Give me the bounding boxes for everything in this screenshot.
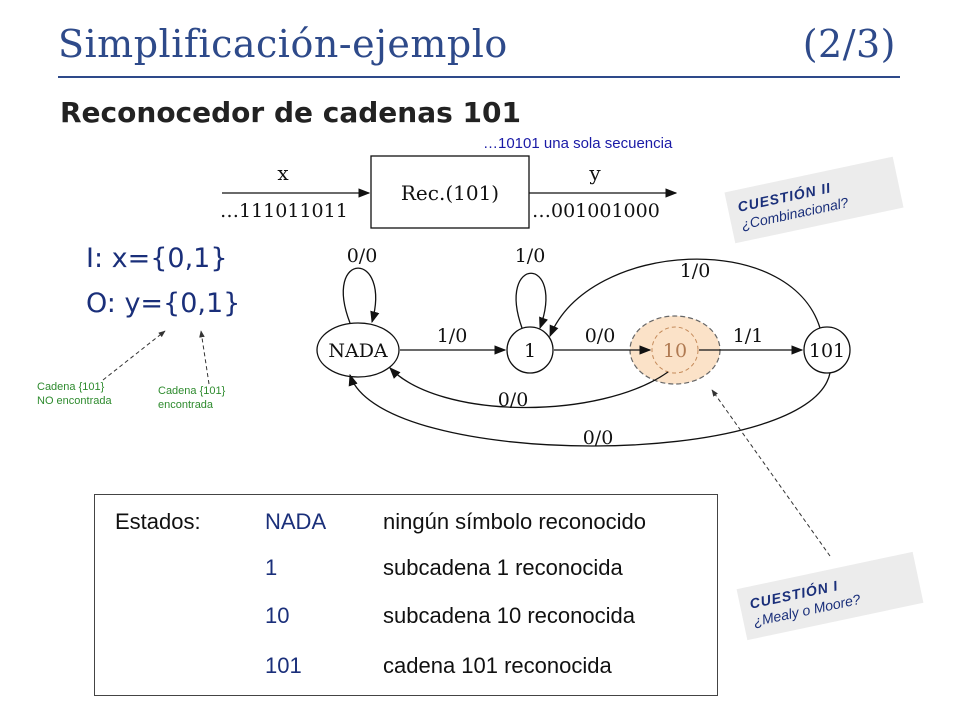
input-label: x xyxy=(277,161,289,185)
output-label: y xyxy=(588,161,601,185)
legend-row: NADA ningún símbolo reconocido xyxy=(95,509,717,547)
caption-found-line2: encontrada xyxy=(158,399,214,411)
legend-header: Estados: xyxy=(115,509,201,534)
pointer-cuestion-1 xyxy=(711,389,831,557)
legend-row: 1 subcadena 1 reconocida xyxy=(95,555,717,593)
loop-1 xyxy=(515,272,548,330)
state-nada-label: NADA xyxy=(328,340,388,362)
output-stream: …001001000 xyxy=(532,200,660,222)
edge-10-nada-label: 0/0 xyxy=(498,389,529,411)
caption-not-found-line1: Cadena {101} xyxy=(37,381,105,393)
input-alphabet: I: x={0,1} xyxy=(86,243,228,274)
caption-not-found-line2: NO encontrada xyxy=(37,395,112,407)
legend-code: NADA xyxy=(265,509,327,534)
legend-code: 1 xyxy=(265,555,278,580)
legend-code: 101 xyxy=(265,653,302,678)
output-alphabet: O: y={0,1} xyxy=(86,288,241,319)
slide-title-part: (2/3) xyxy=(802,22,896,66)
legend-row: 10 subcadena 10 reconocida xyxy=(95,603,717,641)
state-10 xyxy=(651,326,699,374)
legend-code: 10 xyxy=(265,603,290,628)
recognizer-box xyxy=(370,155,530,229)
sequence-note: …10101 una sola secuencia xyxy=(483,135,673,152)
legend-row: 101 cadena 101 reconocida xyxy=(95,653,717,691)
state-nada xyxy=(316,322,400,378)
block-diagram: Rec.(101) x y …111011011 …001001000 xyxy=(220,155,678,229)
state-1-label: 1 xyxy=(524,340,536,362)
caption-not-found: Cadena {101} NO encontrada xyxy=(37,380,112,408)
recognizer-label: Rec.(101) xyxy=(401,181,499,205)
state-10-label: 10 xyxy=(663,340,687,362)
pointer-not-found xyxy=(102,330,166,381)
input-stream: …111011011 xyxy=(220,200,348,222)
state-101-label: 101 xyxy=(809,340,845,362)
state-1 xyxy=(506,326,554,374)
caption-found: Cadena {101} encontrada xyxy=(158,384,225,412)
edge-10-nada xyxy=(389,367,669,409)
state-machine: NADA 1 10 101 0/0 1/0 1/0 0/0 1/1 1/0 0/… xyxy=(316,245,851,449)
edge-1-10-label: 0/0 xyxy=(585,325,616,347)
legend-desc: ningún símbolo reconocido xyxy=(383,509,646,534)
legend-desc: subcadena 1 reconocida xyxy=(383,555,623,580)
edge-101-1-label: 1/0 xyxy=(680,260,711,282)
slide-title: Simplificación-ejemplo (2/3) xyxy=(58,22,900,78)
states-legend: Estados: NADA ningún símbolo reconocido … xyxy=(94,494,718,696)
edge-10-101-label: 1/1 xyxy=(733,325,764,347)
edge-101-nada-label: 0/0 xyxy=(583,427,614,449)
legend-desc: subcadena 10 reconocida xyxy=(383,603,635,628)
edge-101-nada xyxy=(348,372,831,447)
state-101 xyxy=(803,326,851,374)
loop-nada-label: 0/0 xyxy=(347,245,378,267)
legend-desc: cadena 101 reconocida xyxy=(383,653,612,678)
loop-1-label: 1/0 xyxy=(515,245,546,267)
caption-found-line1: Cadena {101} xyxy=(158,385,226,397)
slide-subtitle: Reconocedor de cadenas 101 xyxy=(60,96,521,129)
loop-nada xyxy=(342,267,380,324)
slide-title-text: Simplificación-ejemplo xyxy=(58,22,508,66)
pointer-found xyxy=(199,330,210,385)
edge-nada-1-label: 1/0 xyxy=(437,325,468,347)
edge-101-1 xyxy=(549,258,821,338)
